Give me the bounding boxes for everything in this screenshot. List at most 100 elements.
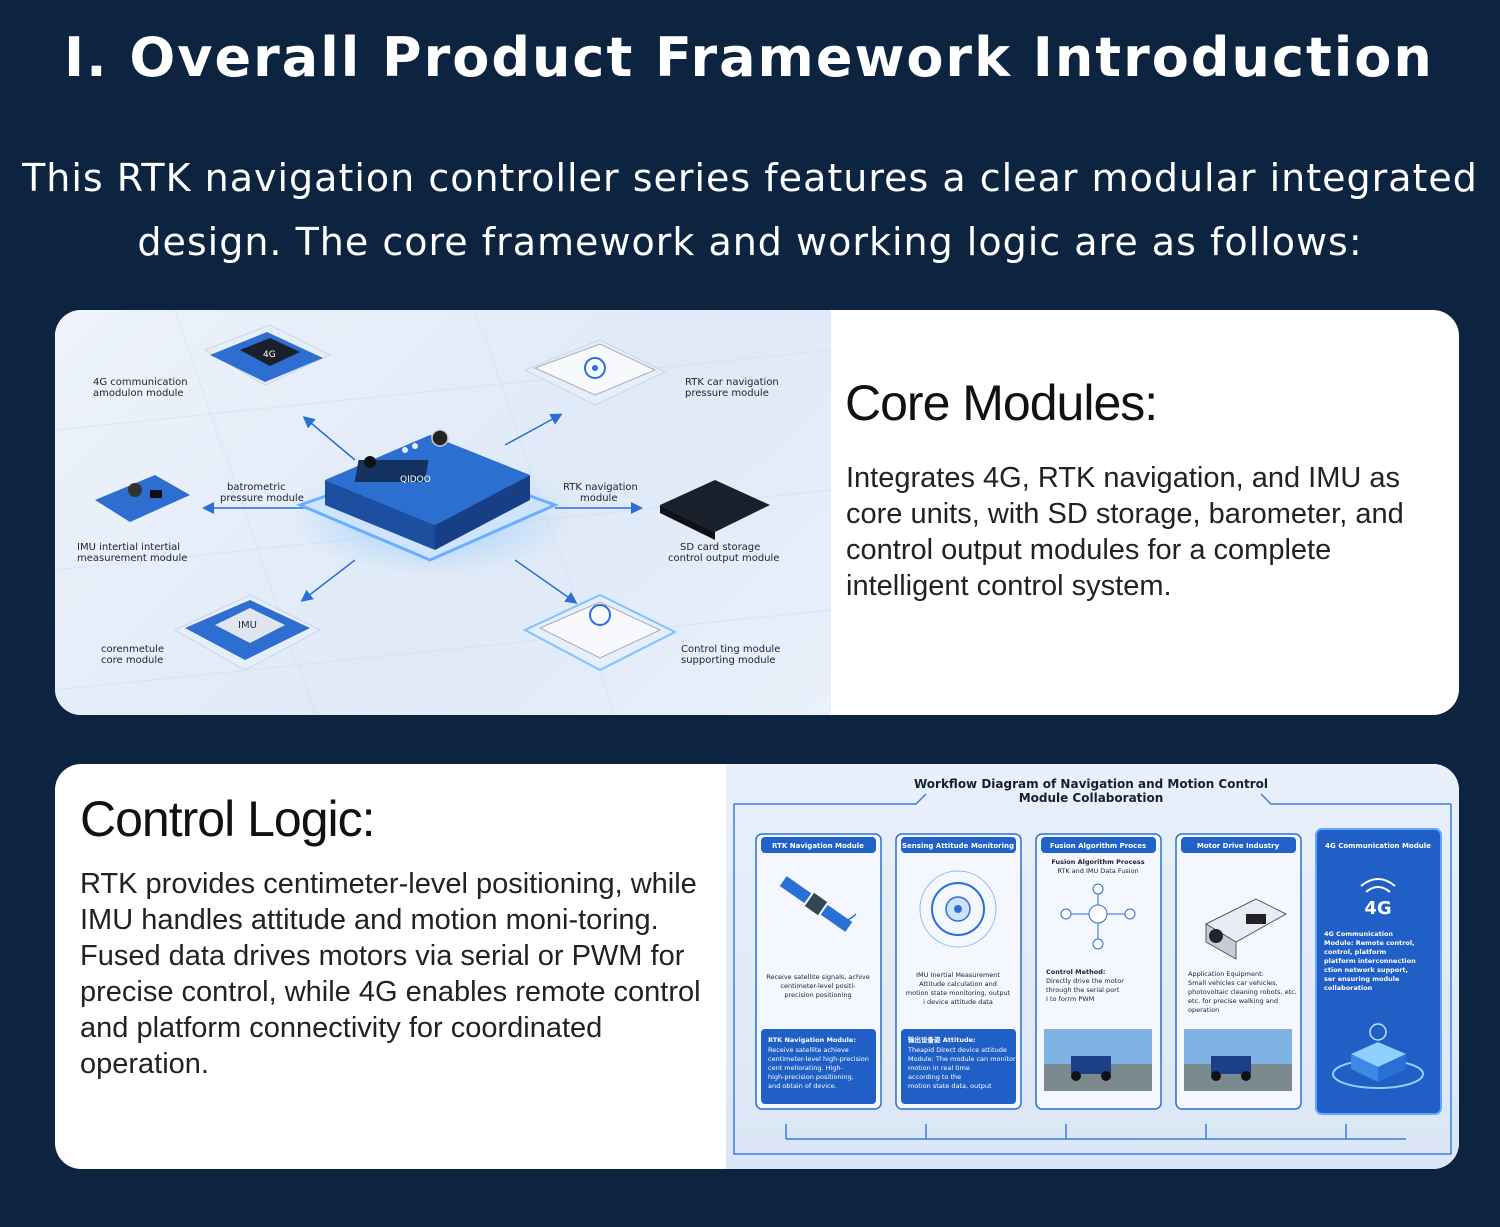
label-rtk-car-1: RTK car navigation	[685, 377, 779, 388]
panel-3-text-1: Control Method:	[1046, 968, 1105, 976]
label-rtk-car-2: pressure module	[685, 388, 769, 399]
workflow-panel-motor: Motor Drive Industry Application Equipme…	[1175, 833, 1302, 1110]
label-rtk-nav-2: module	[580, 493, 617, 504]
label-sd-card-1: SD card storage	[680, 542, 760, 553]
panel-5-text-3: control, platform	[1324, 948, 1387, 956]
control-logic-card: Control Logic: RTK provides centimeter-l…	[55, 764, 1459, 1169]
panel-2-lower-1: 输出设备姿 Attitude:	[908, 1035, 976, 1044]
arrow-to-control	[514, 559, 578, 604]
workflow-title-1: Workflow Diagram of Navigation and Motio…	[914, 777, 1268, 791]
module-control	[522, 593, 678, 672]
label-sd-card-2: control output module	[668, 553, 779, 564]
panel-1-lower-6: and obtain of device.	[768, 1082, 837, 1090]
panel-1-lower-1: RTK Navigation Module:	[768, 1036, 856, 1044]
motor-icon	[1204, 898, 1288, 960]
module-rtk-car	[523, 339, 667, 406]
core-modules-body: Integrates 4G, RTK navigation, and IMU a…	[846, 462, 1404, 602]
badge-4g: 4G	[1364, 898, 1391, 919]
label-barometric-1: batrometric	[227, 482, 286, 493]
module-rtk-nav	[660, 480, 770, 540]
label-core-2: core module	[101, 655, 163, 666]
cube-platform-icon	[1332, 1023, 1424, 1089]
workflow-panel-rtk: RTK Navigation Module Receive satellite …	[755, 833, 882, 1110]
panel-4-text-2: Small vehicles car vehicles,	[1188, 979, 1278, 987]
label-control-1: Control ting module	[681, 644, 780, 655]
workflow-panel-fusion: Fusion Algorithm Proces Fusion Algorithm…	[1035, 833, 1162, 1110]
panel-4-head: Motor Drive Industry	[1197, 842, 1280, 850]
core-modules-card: QIDOO 4G 4G communication amodulon modul…	[55, 310, 1459, 715]
chip-imu-label: IMU	[238, 620, 257, 631]
label-4g-comm-1: 4G communication	[93, 377, 188, 388]
vehicle-photo-1	[1044, 1029, 1152, 1091]
imu-target-icon	[919, 870, 997, 948]
panel-5-text-6: ser ensuring module	[1324, 975, 1400, 983]
control-logic-heading: Control Logic:	[80, 791, 375, 847]
panel-5-text-1: 4G Communication	[1324, 930, 1393, 938]
module-imu: IMU	[173, 594, 322, 671]
arrow-to-4g	[302, 416, 356, 461]
modules-diagram: QIDOO 4G 4G communication amodulon modul…	[55, 310, 832, 715]
label-4g-comm-2: amodulon module	[93, 388, 184, 399]
label-core-1: corenmetule	[101, 644, 164, 655]
panel-2-lower-3: Module: The module can monitor	[908, 1055, 1016, 1063]
intro-text: This RTK navigation controller series fe…	[0, 146, 1500, 274]
panel-1-head: RTK Navigation Module	[772, 842, 864, 850]
module-barometric	[95, 475, 190, 522]
panel-2-head: Sensing Attitude Monitoring	[902, 842, 1014, 850]
intro-line-1: This RTK navigation controller series fe…	[22, 156, 1478, 200]
panel-1-text-2: centimeter-level positi-	[780, 982, 856, 990]
panel-3-text-4: I to forrm PWM	[1046, 995, 1094, 1003]
panel-2-lower-5: according to the	[908, 1073, 961, 1081]
center-badge: QIDOO	[400, 475, 431, 485]
label-imu-2: measurement module	[77, 553, 187, 564]
arrow-to-rtk-car	[504, 413, 563, 446]
panel-5-text-2: Module: Remote control,	[1324, 939, 1415, 947]
wifi-icon	[1360, 878, 1396, 893]
arrow-to-core	[300, 559, 356, 602]
panel-4-text-5: operation	[1188, 1006, 1219, 1014]
satellite-icon	[779, 876, 857, 932]
panel-4-text-3: photovoltaic cleaning robots, etc.	[1188, 988, 1297, 996]
workflow-title-2: Module Collaboration	[1019, 791, 1164, 805]
core-modules-heading: Core Modules:	[845, 375, 1158, 431]
panel-2-text-2: Attitude calculation and	[919, 980, 997, 988]
panel-4-text-4: etc. for precise walking and	[1188, 997, 1278, 1005]
panel-5-text-4: platform interconnection	[1324, 957, 1416, 965]
panel-5-text-5: ction network support,	[1324, 966, 1408, 974]
chip-4g-label: 4G	[263, 350, 276, 360]
panel-1-lower-5: high-precision positioning,	[768, 1073, 854, 1081]
panel-1-lower-4: cent meliorating. High-	[768, 1064, 844, 1072]
intro-line-2: design. The core framework and working l…	[137, 220, 1363, 264]
page-title: I. Overall Product Framework Introductio…	[64, 26, 1434, 89]
vehicle-photo-2	[1184, 1029, 1292, 1091]
panel-3-text-3: through the serial port	[1046, 986, 1120, 994]
panel-3-head: Fusion Algorithm Proces	[1050, 842, 1146, 850]
panel-2-text-1: IMU Inertial Measurement	[916, 971, 1000, 979]
panel-3-sub-2: RTK and IMU Data Fusion	[1057, 867, 1138, 875]
panel-2-lower-2: Theapid Direct device attitude	[907, 1046, 1007, 1054]
panel-2-text-3: motion state monitoring, output	[906, 989, 1011, 997]
panel-1-text-3: precision positioning	[784, 991, 851, 999]
label-control-2: supporting module	[681, 655, 776, 666]
panel-2-lower-4: motion in real time	[908, 1064, 970, 1072]
panel-1-lower-2: Receive satellite achieve	[768, 1046, 849, 1054]
panel-2-text-4: i device attitude data	[923, 998, 993, 1006]
workflow-panel-4g: 4G Communication Module 4G 4G Communicat…	[1315, 828, 1442, 1115]
panel-3-text-2: Directly drive the motor	[1046, 977, 1124, 985]
fusion-network-icon	[1060, 883, 1136, 950]
label-barometric-2: pressure module	[220, 493, 304, 504]
module-4g: 4G	[203, 324, 332, 386]
workflow-panel-attitude: Sensing Attitude Monitoring IMU Inertial…	[895, 833, 1022, 1110]
workflow-diagram: Workflow Diagram of Navigation and Motio…	[733, 777, 1452, 1155]
label-imu-1: IMU intertial intertial	[77, 542, 180, 553]
center-controller-device: QIDOO	[325, 429, 530, 550]
panel-5-text-7: collaboration	[1324, 984, 1373, 992]
panel-1-lower-3: centimeter-level high-precision	[768, 1055, 869, 1063]
label-rtk-nav-1: RTK navigation	[563, 482, 638, 493]
panel-2-lower-6: motion state data, output	[908, 1082, 992, 1090]
workflow-illustration: Workflow Diagram of Navigation and Motio…	[726, 764, 1459, 1169]
panel-4-text-1: Application Equipment:	[1188, 970, 1264, 978]
control-logic-body: RTK provides centimeter-level positionin…	[80, 868, 701, 1080]
panel-1-text-1: Receive satellite signals, achive	[766, 973, 870, 981]
core-modules-illustration: QIDOO 4G 4G communication amodulon modul…	[55, 310, 832, 715]
